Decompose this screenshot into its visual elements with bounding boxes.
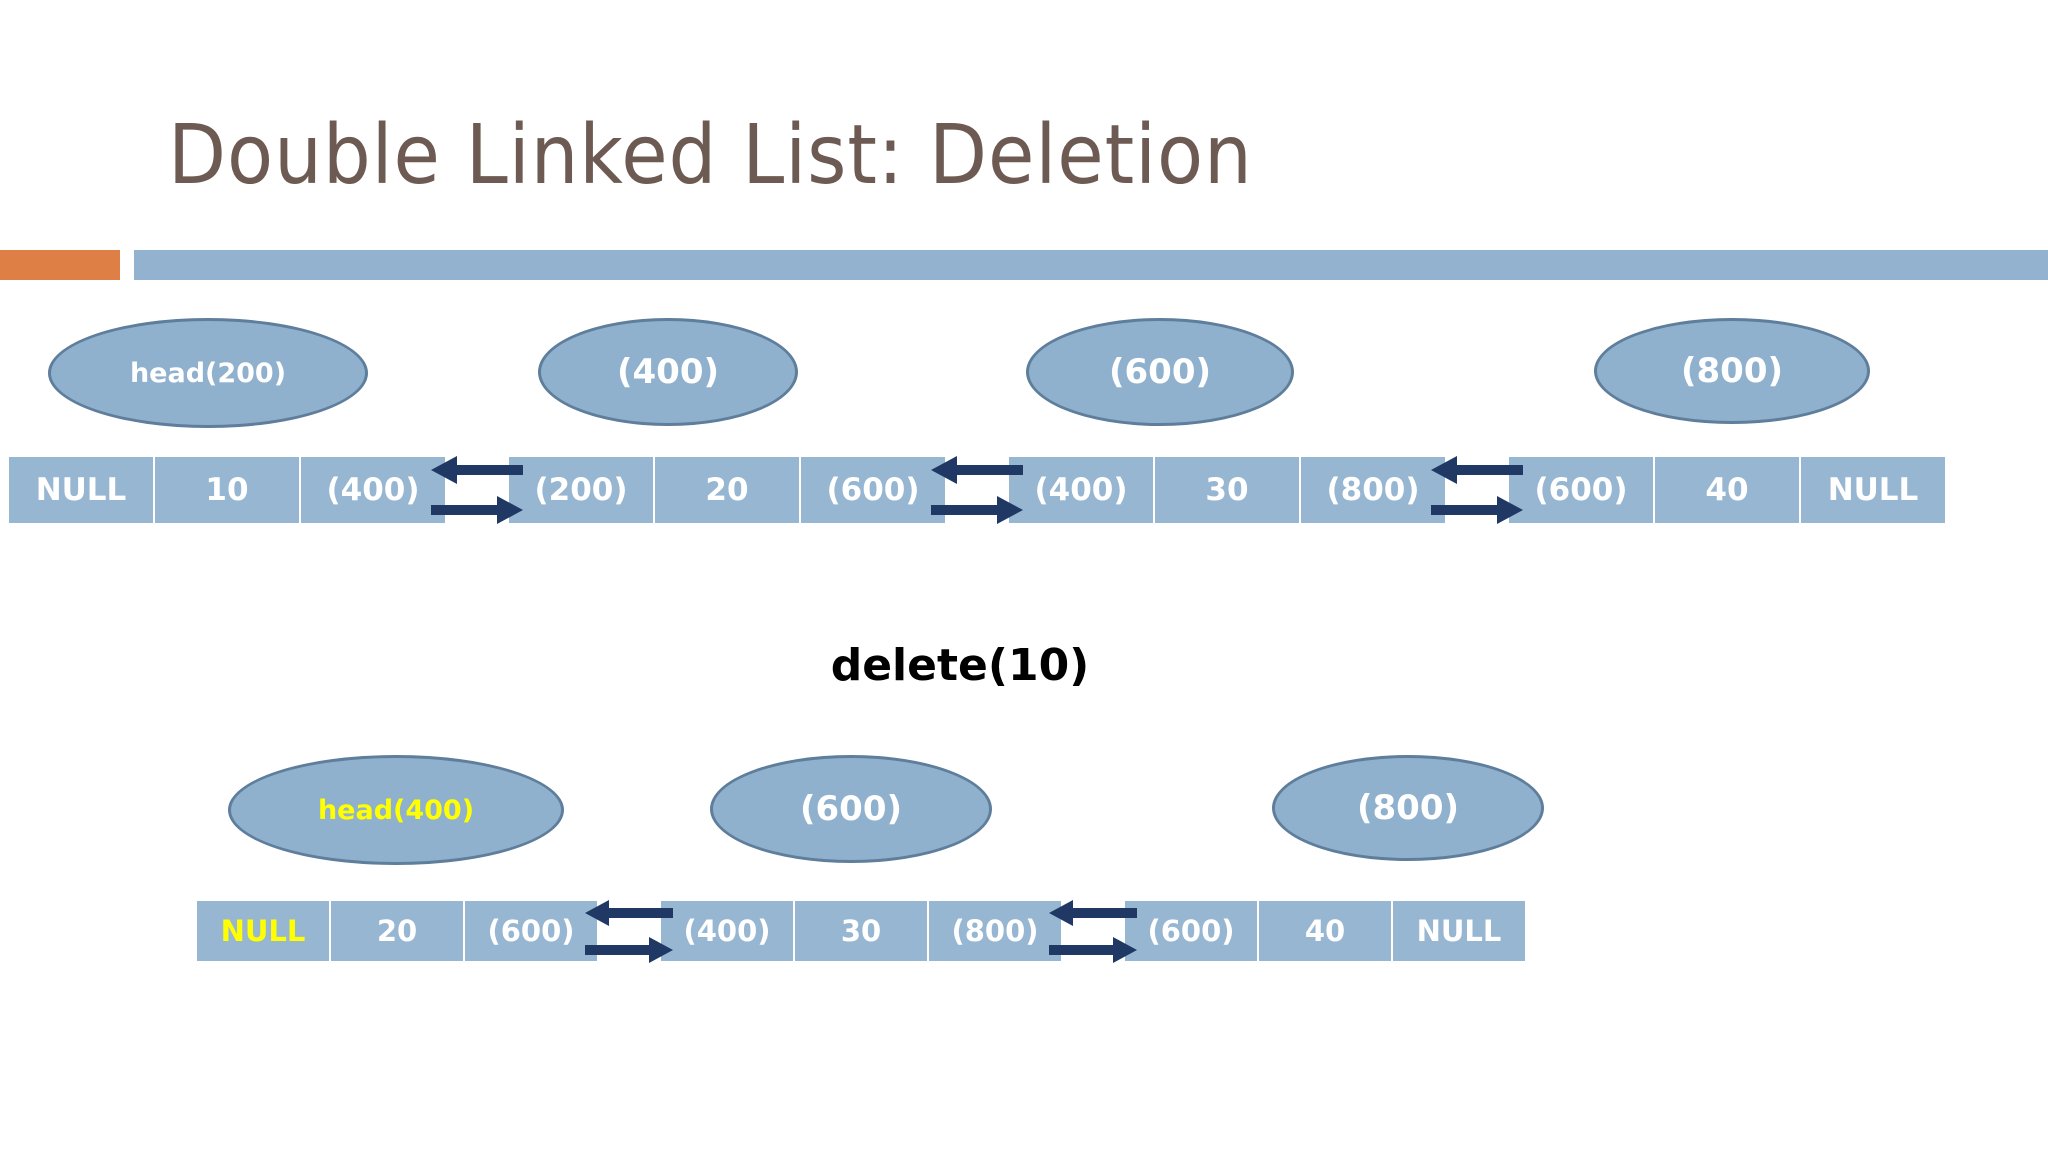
list-node: (600) 40 NULL	[1124, 900, 1526, 962]
node-prev-cell: NULL	[8, 456, 154, 524]
list-node: (400) 30 (800)	[660, 900, 1062, 962]
pointer-ellipse-label: head(400)	[317, 794, 475, 826]
bidirectional-link-arrows-icon	[431, 456, 523, 524]
pointer-ellipse-head-200: head(200)	[48, 318, 368, 428]
list-node: (400) 30 (800)	[1008, 456, 1446, 524]
pointer-ellipse-600-after: (600)	[710, 755, 992, 863]
pointer-ellipse-label: head(200)	[129, 357, 287, 389]
linked-list-row-after: NULL 20 (600) (400) 30 (800) (600) 40 NU…	[196, 900, 1526, 963]
bidirectional-link-arrows-icon	[1049, 900, 1137, 963]
list-node: (200) 20 (600)	[508, 456, 946, 524]
node-data-cell: 20	[654, 456, 800, 524]
node-next-cell: NULL	[1392, 900, 1526, 962]
node-prev-cell: NULL	[196, 900, 330, 962]
list-node: (600) 40 NULL	[1508, 456, 1946, 524]
node-prev-cell: (600)	[1508, 456, 1654, 524]
pointer-ellipse-head-400: head(400)	[228, 755, 564, 865]
pointer-ellipse-label: (600)	[1108, 352, 1212, 392]
operation-label: delete(10)	[830, 640, 1090, 691]
node-next-cell: (600)	[800, 456, 946, 524]
node-prev-cell: (200)	[508, 456, 654, 524]
bidirectional-link-arrows-icon	[585, 900, 673, 963]
node-prev-cell: (400)	[660, 900, 794, 962]
node-data-cell: 20	[330, 900, 464, 962]
node-next-cell: (600)	[464, 900, 598, 962]
pointer-ellipse-400: (400)	[538, 318, 798, 426]
bidirectional-link-arrows-icon	[1431, 456, 1523, 524]
node-data-cell: 10	[154, 456, 300, 524]
pointer-ellipse-label: (800)	[1680, 351, 1784, 391]
node-data-cell: 40	[1654, 456, 1800, 524]
node-data-cell: 40	[1258, 900, 1392, 962]
node-prev-cell: (400)	[1008, 456, 1154, 524]
pointer-ellipse-label: (400)	[616, 352, 720, 392]
list-node: NULL 10 (400)	[8, 456, 446, 524]
pointer-ellipse-800: (800)	[1594, 318, 1870, 424]
pointer-ellipse-600: (600)	[1026, 318, 1294, 426]
node-next-cell: (400)	[300, 456, 446, 524]
page-title: Double Linked List: Deletion	[168, 108, 1253, 203]
node-next-cell: (800)	[928, 900, 1062, 962]
linked-list-row-before: NULL 10 (400) (200) 20 (600) (400) 30 (8…	[8, 456, 1946, 524]
accent-bar-blue	[134, 250, 2048, 280]
pointer-ellipse-label: (600)	[799, 789, 903, 829]
node-data-cell: 30	[1154, 456, 1300, 524]
pointer-ellipse-800-after: (800)	[1272, 755, 1544, 861]
node-next-cell: (800)	[1300, 456, 1446, 524]
list-node: NULL 20 (600)	[196, 900, 598, 962]
bidirectional-link-arrows-icon	[931, 456, 1023, 524]
node-next-cell: NULL	[1800, 456, 1946, 524]
node-prev-cell: (600)	[1124, 900, 1258, 962]
pointer-ellipse-label: (800)	[1356, 788, 1460, 828]
accent-bar-orange	[0, 250, 120, 280]
node-data-cell: 30	[794, 900, 928, 962]
